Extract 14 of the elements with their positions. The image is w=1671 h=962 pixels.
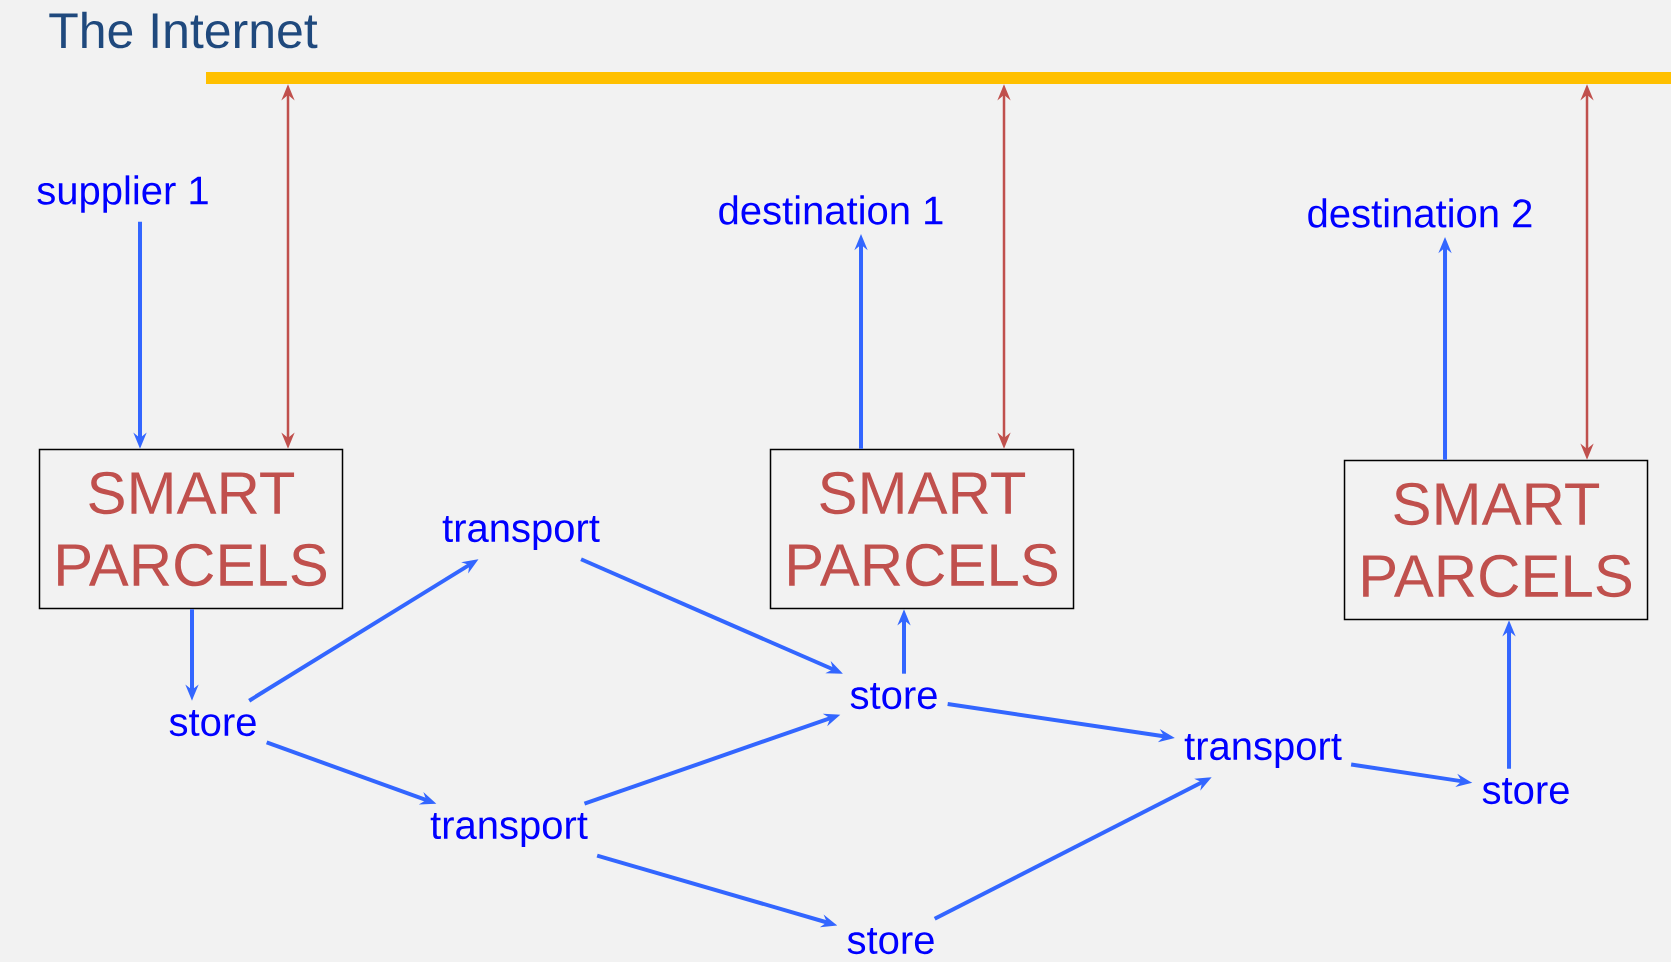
step-label: supplier 1 [37,175,208,213]
heading: The Internet [49,11,318,49]
process-box: SMART PARCELS [1343,459,1649,621]
step-label: transport [1184,733,1342,769]
step-label: destination 1 [719,195,943,225]
process-box: SMART PARCELS [769,448,1075,610]
step-label: transport [442,515,600,551]
process-box: SMART PARCELS [38,448,344,610]
step-label: store [169,709,256,737]
step-label: transport [430,812,588,848]
step-label: destination 2 [1308,198,1532,228]
step-label: store [847,927,934,955]
step-label: store [850,682,937,710]
step-label: store [1482,777,1569,805]
